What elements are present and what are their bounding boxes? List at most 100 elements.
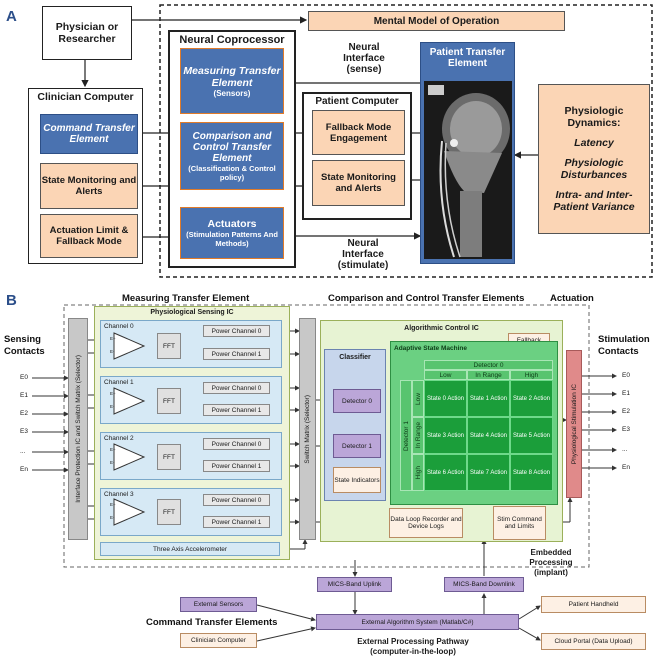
external-sensors-box: External Sensors — [180, 597, 257, 612]
clinician-state-label: State Monitoring and Alerts — [41, 175, 137, 197]
power-ch0-1: Power Channel 1 — [203, 348, 270, 360]
measuring-header: Measuring Transfer Element — [122, 293, 250, 304]
variance-label: Intra- and Inter- Patient Variance — [553, 189, 635, 213]
state-cell-1: State 1 Action — [467, 380, 510, 417]
amplifier-icon — [113, 443, 146, 471]
external-sensors-label: External Sensors — [193, 601, 244, 608]
command-transfer-box: Command Transfer Element — [40, 114, 138, 154]
actuators-sub: (Stimulation Patterns And Methods) — [186, 230, 278, 248]
state-cell-0: State 0 Action — [424, 380, 467, 417]
neural-interface-sense: Neural Interface (sense) — [324, 42, 404, 75]
amp-minus-3: E- — [110, 515, 115, 520]
sense-e2: E2 — [20, 410, 28, 417]
switch-matrix-label: Switch Matrix (Selector) — [304, 394, 311, 464]
clinician-computer-b-box: Clinician Computer — [180, 633, 257, 648]
mics-downlink-label: MICS-Band Downlink — [453, 581, 515, 588]
command-transfer-elements-label: Command Transfer Elements — [146, 617, 278, 628]
comparison-header: Comparison and Control Transfer Elements — [328, 293, 525, 304]
mics-downlink-box: MICS-Band Downlink — [444, 577, 524, 592]
sense-ellipsis: ... — [20, 448, 26, 455]
sense-e3: E3 — [20, 428, 28, 435]
power-ch2-1: Power Channel 1 — [203, 460, 270, 472]
fallback-mode-box: Fallback Mode Engagement — [312, 110, 405, 155]
stim-e1: E1 — [622, 390, 630, 397]
stim-command-label: Stim Command and Limits — [497, 516, 542, 530]
embedded-processing-label: Embedded Processing (implant) — [529, 548, 573, 577]
disturbances-label: Physiologic Disturbances — [560, 157, 628, 181]
power-ch1-1: Power Channel 1 — [203, 404, 270, 416]
stim-e2: E2 — [622, 408, 630, 415]
xray-image-icon — [424, 81, 512, 259]
stim-e3: E3 — [622, 426, 630, 433]
actuation-limit-label: Actuation Limit & Fallback Mode — [49, 225, 129, 247]
interface-sense-l2: Interface — [343, 53, 385, 64]
patient-transfer-box: Patient Transfer Element — [420, 42, 515, 264]
grid-row-high: High — [412, 454, 424, 491]
mics-uplink-label: MICS-Band Uplink — [327, 581, 382, 588]
grid-row-high-label: High — [414, 465, 422, 480]
measuring-transfer-box: Measuring Transfer Element (Sensors) — [180, 48, 284, 114]
fft-1: FFT — [157, 388, 181, 414]
state-cell-7: State 7 Action — [467, 454, 510, 491]
interface-sense-l3: (sense) — [346, 64, 382, 75]
state-cell-6: State 6 Action — [424, 454, 467, 491]
physiologic-title: Physiologic Dynamics: — [564, 105, 624, 129]
mental-model-box: Mental Model of Operation — [308, 11, 565, 31]
amp-minus-2: E- — [110, 460, 115, 465]
physiological-stimulation-ic: Physiological Stimulation IC — [566, 350, 582, 498]
state-cell-3: State 3 Action — [424, 417, 467, 454]
neural-coprocessor-title: Neural Coprocessor — [179, 34, 285, 46]
detector-0-label: Detector 0 — [342, 397, 372, 405]
actuators-title: Actuators — [207, 218, 257, 230]
grid-col-low: Low — [424, 370, 467, 380]
actuation-header: Actuation — [550, 293, 594, 304]
fft-2: FFT — [157, 444, 181, 470]
patient-state-label: State Monitoring and Alerts — [321, 172, 396, 194]
interface-stim-l1: Neural — [347, 238, 379, 249]
amplifier-icons — [113, 332, 146, 526]
grid-top-header: Detector 0 — [424, 360, 553, 370]
clinician-state-monitoring-box: State Monitoring and Alerts — [40, 163, 138, 209]
neural-interface-stim: Neural Interface (stimulate) — [318, 238, 408, 271]
fft-0: FFT — [157, 333, 181, 359]
physician-box: Physician or Researcher — [42, 6, 132, 60]
mics-uplink-box: MICS-Band Uplink — [317, 577, 392, 592]
stim-ellipsis: ... — [622, 446, 628, 453]
power-ch3-1: Power Channel 1 — [203, 516, 270, 528]
grid-col-high: High — [510, 370, 553, 380]
panel-b-label: B — [6, 292, 17, 309]
amplifier-icon — [113, 387, 146, 415]
amplifier-icon — [113, 332, 146, 360]
asm-label: Adaptive State Machine — [394, 345, 467, 352]
data-loop-label: Data Loop Recorder and Device Logs — [390, 516, 462, 530]
actuators-box: Actuators (Stimulation Patterns And Meth… — [180, 207, 284, 259]
cloud-portal-box: Cloud Portal (Data Upload) — [541, 633, 646, 650]
grid-row-low: Low — [412, 380, 424, 417]
grid-side-label: Detector 1 — [402, 420, 410, 451]
clinician-computer-title: Clinician Computer — [37, 91, 134, 103]
physiologic-dynamics-box: Physiologic Dynamics: Latency Physiologi… — [538, 84, 650, 234]
sense-e0: E0 — [20, 374, 28, 381]
state-cell-2: State 2 Action — [510, 380, 553, 417]
measuring-title: Measuring Transfer Element — [183, 64, 281, 89]
comparison-sub: (Classification & Control policy) — [188, 163, 276, 182]
external-algorithm-label: External Algorithm System (Matlab/C#) — [361, 618, 474, 626]
comparison-title: Comparison and Control Transfer Element — [192, 130, 272, 164]
stimulation-contacts-label: Stimulation Contacts — [598, 334, 650, 357]
grid-row-inrange: In Range — [412, 417, 424, 454]
accelerometer-box: Three Axis Accelerometer — [100, 542, 280, 556]
state-cell-5: State 5 Action — [510, 417, 553, 454]
patient-handheld-label: Patient Handheld — [568, 601, 619, 608]
external-algorithm-box: External Algorithm System (Matlab/C#) — [316, 614, 519, 630]
patient-handheld-box: Patient Handheld — [541, 596, 646, 613]
stim-en: En — [622, 464, 630, 471]
interface-stim-l3: (stimulate) — [337, 260, 389, 271]
patient-state-monitoring-box: State Monitoring and Alerts — [312, 160, 405, 206]
fft-3: FFT — [157, 499, 181, 525]
channel-1-label: Channel 1 — [104, 379, 134, 386]
patient-computer-title: Patient Computer — [315, 96, 399, 107]
interface-ic-label: Interface Protection IC and Switch Matri… — [74, 355, 82, 503]
amp-minus-1: E- — [110, 404, 115, 409]
accelerometer-label: Three Axis Accelerometer — [152, 545, 228, 553]
power-ch3-0: Power Channel 0 — [203, 494, 270, 506]
